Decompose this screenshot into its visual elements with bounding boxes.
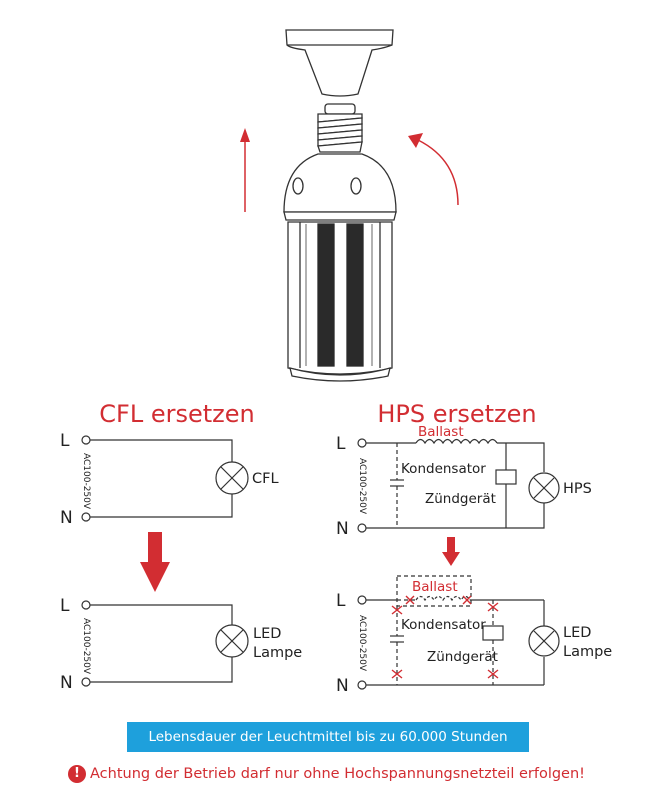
hps-title: HPS ersetzen — [377, 400, 536, 428]
cfl-before-lamp-label: CFL — [252, 471, 279, 487]
hps-after-ballast-label: Ballast — [412, 579, 458, 595]
ceiling-socket — [285, 29, 394, 97]
cfl-after-lamp-label-1: LED — [253, 626, 281, 642]
cfl-down-arrow — [140, 532, 170, 592]
hps-after-lamp-label-1: LED — [563, 625, 591, 641]
warning-text: Achtung der Betrieb darf nur ohne Hochsp… — [90, 766, 585, 782]
cfl-before-circuit — [81, 435, 249, 522]
hps-after-voltage: AC100-250V — [357, 615, 367, 672]
hps-before-lamp-label: HPS — [563, 481, 592, 497]
hps-before-igniter-label: Zündgerät — [425, 491, 496, 507]
cfl-after-lamp-label-2: Lampe — [253, 645, 302, 661]
hps-before-voltage: AC100-250V — [357, 458, 367, 515]
lamp-body — [287, 221, 393, 375]
hps-after-capacitor-label: Kondensator — [401, 617, 486, 633]
hps-after-lamp-label-2: Lampe — [563, 644, 612, 660]
cfl-after-voltage: AC100-250V — [81, 618, 91, 675]
hps-after-cut-marks — [391, 595, 499, 679]
cfl-before-l-label: L — [60, 431, 70, 451]
hps-after-ballast-box — [396, 575, 472, 607]
cfl-after-n-label: N — [60, 673, 73, 693]
warning-icon: ! — [68, 765, 87, 783]
hps-before-capacitor-label: Kondensator — [401, 461, 486, 477]
cfl-after-l-label: L — [60, 596, 70, 616]
hps-after-igniter-label: Zündgerät — [427, 649, 498, 665]
hps-before-ballast-label: Ballast — [418, 424, 464, 440]
insert-arrow — [240, 128, 250, 212]
hps-after-l-label: L — [336, 591, 346, 611]
rotate-arrow — [408, 133, 459, 206]
warning-line: !Achtung der Betrieb darf nur ohne Hochs… — [0, 762, 653, 786]
hps-after-circuit — [357, 575, 560, 690]
lifetime-banner: Lebensdauer der Leuchtmittel bis zu 60.0… — [127, 722, 529, 752]
cfl-before-n-label: N — [60, 508, 73, 528]
lamp-dome — [283, 153, 397, 213]
cfl-after-circuit — [81, 600, 249, 687]
cfl-before-voltage: AC100-250V — [81, 453, 91, 510]
hps-after-ballast-coil — [415, 595, 471, 602]
hps-before-ballast-coil — [415, 438, 498, 445]
screw-base — [317, 103, 363, 153]
hps-before-circuit — [357, 438, 560, 533]
hps-before-n-label: N — [336, 519, 349, 539]
hps-down-arrow — [442, 537, 460, 566]
hps-after-n-label: N — [336, 676, 349, 696]
hps-before-l-label: L — [336, 434, 346, 454]
lamp-illustration — [283, 29, 397, 382]
cfl-title: CFL ersetzen — [99, 400, 254, 428]
